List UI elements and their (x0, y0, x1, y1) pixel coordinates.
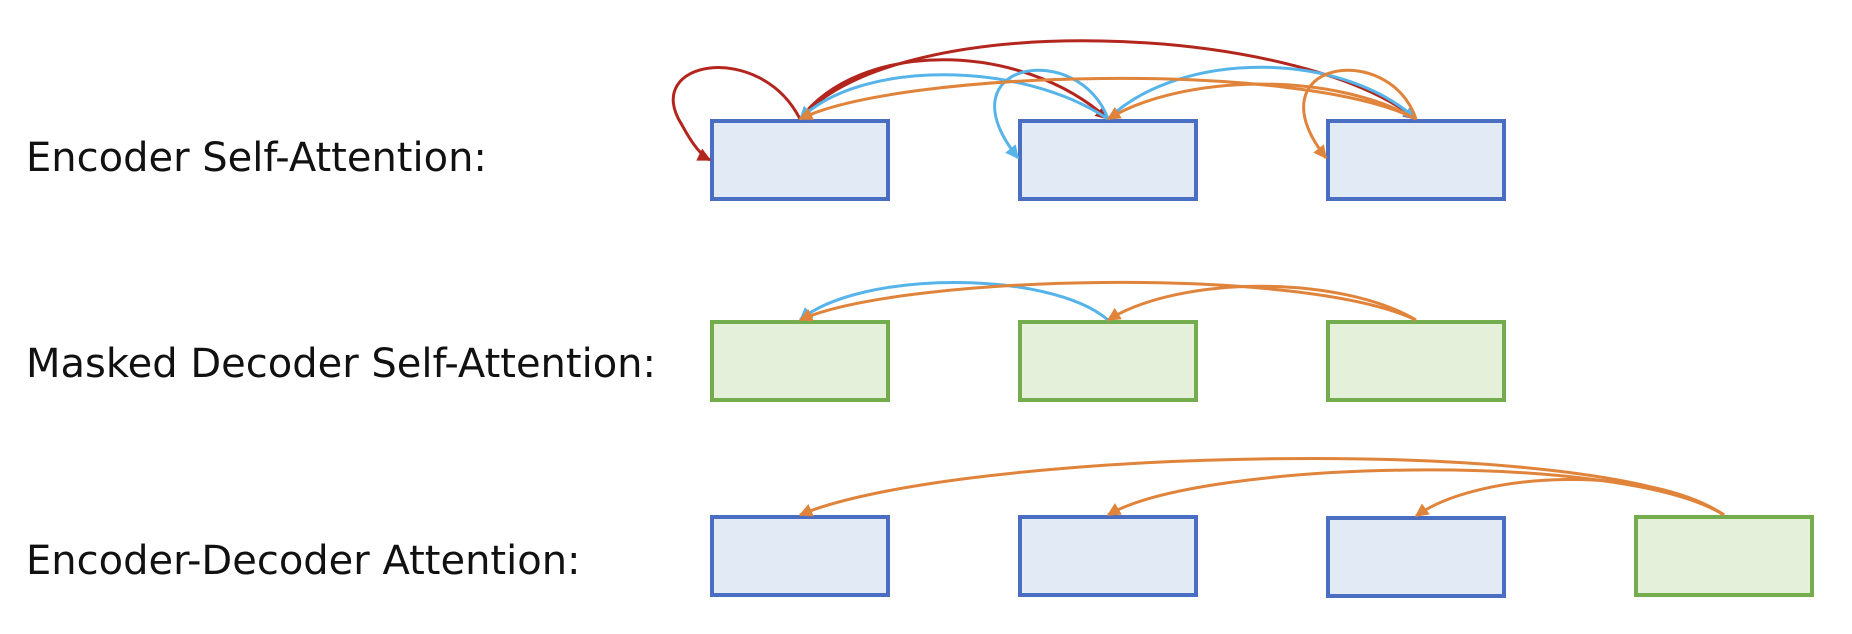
enc-dec-encoder-box-1 (710, 515, 890, 597)
arrow-enc-2-to-1 (798, 73, 1109, 121)
arrow-ed-dec-to-enc-2 (1106, 468, 1725, 517)
decoder-box-1 (710, 320, 890, 402)
arrow-enc-3-to-1 (798, 76, 1417, 121)
arrow-enc-3-to-3 (1302, 68, 1418, 160)
encoder-box-3 (1326, 119, 1506, 201)
arrow-enc-1-to-1 (672, 66, 802, 162)
arrow-dec-2-to-1 (798, 281, 1109, 322)
decoder-box-3 (1326, 320, 1506, 402)
arrow-dec-3-to-2 (1106, 284, 1417, 322)
decoder-box-2 (1018, 320, 1198, 402)
arrow-enc-2-to-3 (1106, 65, 1418, 121)
masked-decoder-self-attention-label: Masked Decoder Self-Attention: (26, 341, 656, 387)
encoder-box-2 (1018, 119, 1198, 201)
arrow-dec-3-to-1 (798, 280, 1417, 322)
enc-dec-encoder-box-2 (1018, 515, 1198, 597)
arrow-enc-1-to-2 (798, 58, 1110, 121)
arrow-enc-2-to-2 (993, 68, 1110, 160)
arrow-ed-dec-to-enc-1 (798, 457, 1725, 517)
encoder-decoder-attention-label: Encoder-Decoder Attention: (26, 538, 581, 584)
encoder-self-attention-label: Encoder Self-Attention: (26, 135, 487, 181)
arrow-enc-3-to-2 (1106, 82, 1417, 121)
enc-dec-encoder-box-3 (1326, 516, 1506, 598)
encoder-box-1 (710, 119, 890, 201)
enc-dec-decoder-box (1634, 515, 1814, 597)
arrow-enc-1-to-3 (798, 39, 1418, 121)
arrow-ed-dec-to-enc-3 (1414, 477, 1725, 518)
